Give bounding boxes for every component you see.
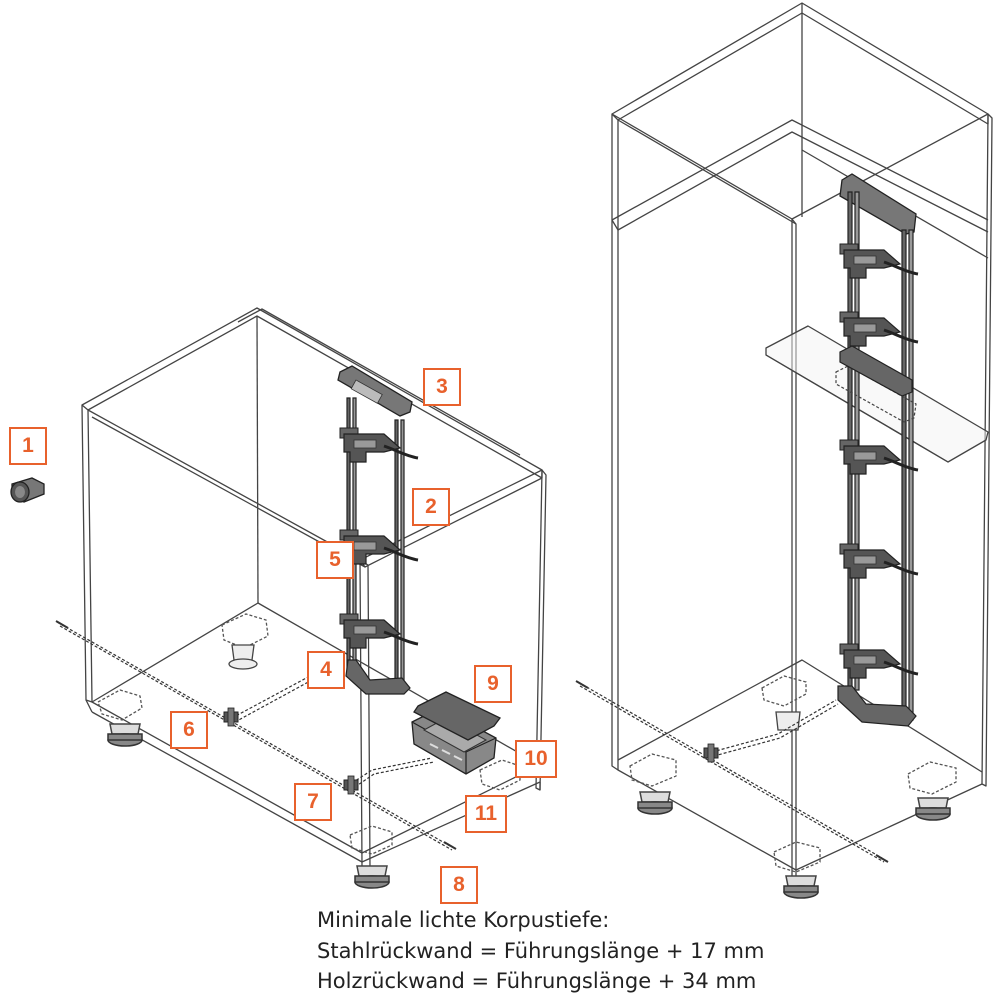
mid-bracket bbox=[839, 345, 913, 397]
guide-base bbox=[345, 659, 411, 695]
cable-end-right bbox=[443, 841, 457, 850]
callout-7: 7 bbox=[294, 783, 332, 821]
inner-foot bbox=[228, 644, 258, 670]
note-steel-back: Stahlrückwand = Führungslänge + 17 mm bbox=[317, 938, 765, 963]
power-cable-right bbox=[577, 681, 885, 863]
note-heading: Minimale lichte Korpustiefe: bbox=[317, 908, 610, 932]
cable-connector bbox=[703, 743, 719, 763]
shelf-bracket bbox=[338, 612, 420, 650]
callout-5: 5 bbox=[316, 541, 354, 579]
adjustable-foot bbox=[915, 797, 951, 821]
adjustable-foot bbox=[354, 865, 390, 889]
callout-9: 9 bbox=[474, 665, 512, 703]
tall-cabinet bbox=[611, 2, 993, 881]
callout-1: 1 bbox=[9, 427, 47, 465]
note-wood-back: Holzrückwand = Führungslänge + 34 mm bbox=[317, 969, 757, 993]
callout-2: 2 bbox=[412, 488, 450, 526]
shelf-mount-plate bbox=[835, 365, 917, 423]
depth-note: Minimale lichte Korpustiefe: Stahlrückwa… bbox=[317, 905, 837, 997]
callout-8: 8 bbox=[440, 866, 478, 904]
cable-connector bbox=[343, 775, 359, 795]
adjustable-foot bbox=[637, 791, 673, 815]
control-unit bbox=[411, 707, 497, 775]
cable-end-left bbox=[575, 680, 589, 689]
plinth-pads-right bbox=[629, 675, 957, 873]
guide-base-right bbox=[837, 685, 917, 727]
shelf-bracket bbox=[338, 426, 420, 464]
callout-4: 4 bbox=[307, 651, 345, 689]
callout-6: 6 bbox=[170, 711, 208, 749]
cable-end-left bbox=[55, 620, 69, 629]
cable-end-right bbox=[875, 854, 889, 863]
plinth-pads-left bbox=[97, 613, 521, 855]
callout-3: 3 bbox=[423, 368, 461, 406]
adjustable-foot bbox=[783, 875, 819, 899]
cable-connector bbox=[223, 707, 239, 727]
callout-11: 11 bbox=[465, 795, 507, 833]
top-mounting-plate-right bbox=[839, 173, 917, 235]
callout-10: 10 bbox=[515, 740, 557, 778]
control-unit-lid bbox=[413, 691, 501, 741]
cap-part bbox=[10, 477, 45, 503]
inner-foot bbox=[775, 711, 801, 731]
top-mounting-plate bbox=[337, 365, 413, 417]
adjustable-foot bbox=[107, 723, 143, 747]
